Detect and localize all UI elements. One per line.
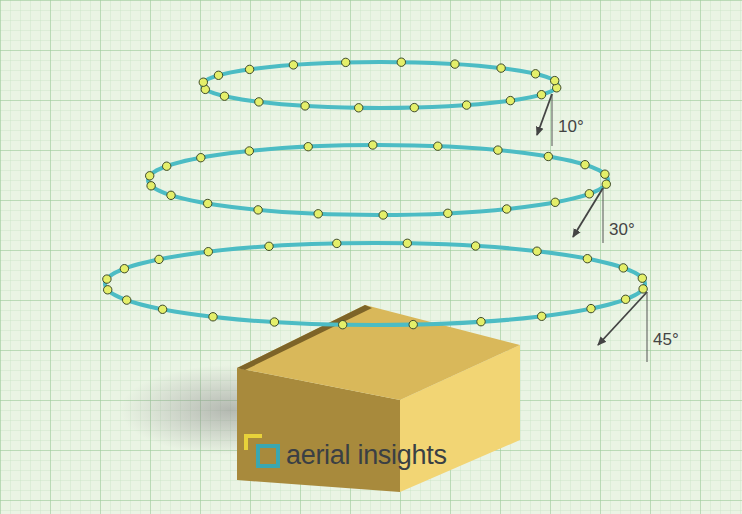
waypoint-dot: [197, 154, 205, 162]
waypoint-dot: [214, 71, 222, 79]
waypoint-dot: [503, 205, 511, 213]
waypoint-dot: [339, 321, 347, 329]
gimbal-arrow: [573, 188, 603, 237]
waypoint-dot: [602, 180, 610, 188]
waypoint-dot: [434, 142, 442, 150]
waypoint-dot: [537, 91, 545, 99]
waypoint-dot: [403, 239, 411, 247]
waypoint-dot: [538, 312, 546, 320]
waypoint-dot: [379, 211, 387, 219]
waypoint-dot: [158, 305, 166, 313]
waypoint-dot: [304, 143, 312, 151]
waypoint-dot: [147, 182, 155, 190]
waypoint-dot: [638, 274, 646, 282]
waypoint-dot: [551, 76, 559, 84]
waypoint-dot: [270, 318, 278, 326]
waypoint-dot: [583, 255, 591, 263]
waypoint-dot: [410, 103, 418, 111]
logo-square: [258, 446, 278, 466]
waypoint-dot: [477, 318, 485, 326]
waypoint-dot: [619, 264, 627, 272]
waypoint-dot: [397, 58, 405, 66]
waypoint-dot: [155, 255, 163, 263]
waypoint-dot: [167, 191, 175, 199]
waypoint-dot: [585, 190, 593, 198]
waypoint-dot: [587, 304, 595, 312]
watermark-logo-text: aerial insights: [286, 442, 447, 469]
waypoint-dot: [369, 141, 377, 149]
angle-label: 45°: [653, 331, 679, 348]
waypoint-dot: [245, 65, 253, 73]
waypoint-dot: [314, 210, 322, 218]
waypoint-dot: [497, 64, 505, 72]
flight-orbit: [202, 62, 558, 108]
waypoint-dot: [254, 206, 262, 214]
flight-orbit: [148, 145, 608, 215]
vertical-reference: [552, 94, 553, 146]
waypoint-dot: [409, 320, 417, 328]
waypoint-dot: [103, 275, 111, 283]
vertical-reference: [603, 188, 604, 243]
angle-label: 10°: [558, 118, 584, 135]
waypoint-dot: [204, 199, 212, 207]
waypoint-dot: [451, 60, 459, 68]
waypoint-dot: [342, 58, 350, 66]
waypoint-dot: [289, 61, 297, 69]
waypoint-dot: [255, 98, 263, 106]
waypoint-dot: [146, 172, 154, 180]
waypoint-dot: [204, 248, 212, 256]
waypoint-dot: [120, 265, 128, 273]
gimbal-arrow: [598, 292, 647, 345]
waypoint-dot: [471, 242, 479, 250]
building-roof-edge: [237, 305, 372, 370]
waypoint-dot: [220, 92, 228, 100]
waypoint-dot: [462, 101, 470, 109]
waypoint-dot: [265, 242, 273, 250]
waypoint-dot: [533, 247, 541, 255]
waypoint-dot: [123, 296, 131, 304]
waypoint-dot: [544, 152, 552, 160]
waypoint-dot: [494, 146, 502, 154]
vertical-reference: [647, 292, 648, 362]
waypoint-dot: [581, 161, 589, 169]
waypoint-dot: [245, 147, 253, 155]
waypoint-dot: [551, 198, 559, 206]
waypoint-dot: [601, 170, 609, 178]
waypoint-dot: [506, 96, 514, 104]
waypoint-dot: [621, 295, 629, 303]
waypoint-dot: [104, 286, 112, 294]
angle-label: 30°: [609, 221, 635, 238]
waypoint-dot: [355, 104, 363, 112]
flight-orbit: [105, 243, 645, 325]
waypoint-dot: [163, 162, 171, 170]
waypoint-dot: [199, 78, 207, 86]
waypoint-dot: [301, 102, 309, 110]
waypoint-dot: [209, 313, 217, 321]
waypoint-dot: [333, 239, 341, 247]
waypoint-dot: [531, 70, 539, 78]
building-roof: [237, 305, 520, 400]
gimbal-arrow: [537, 94, 552, 135]
waypoint-dot: [444, 209, 452, 217]
